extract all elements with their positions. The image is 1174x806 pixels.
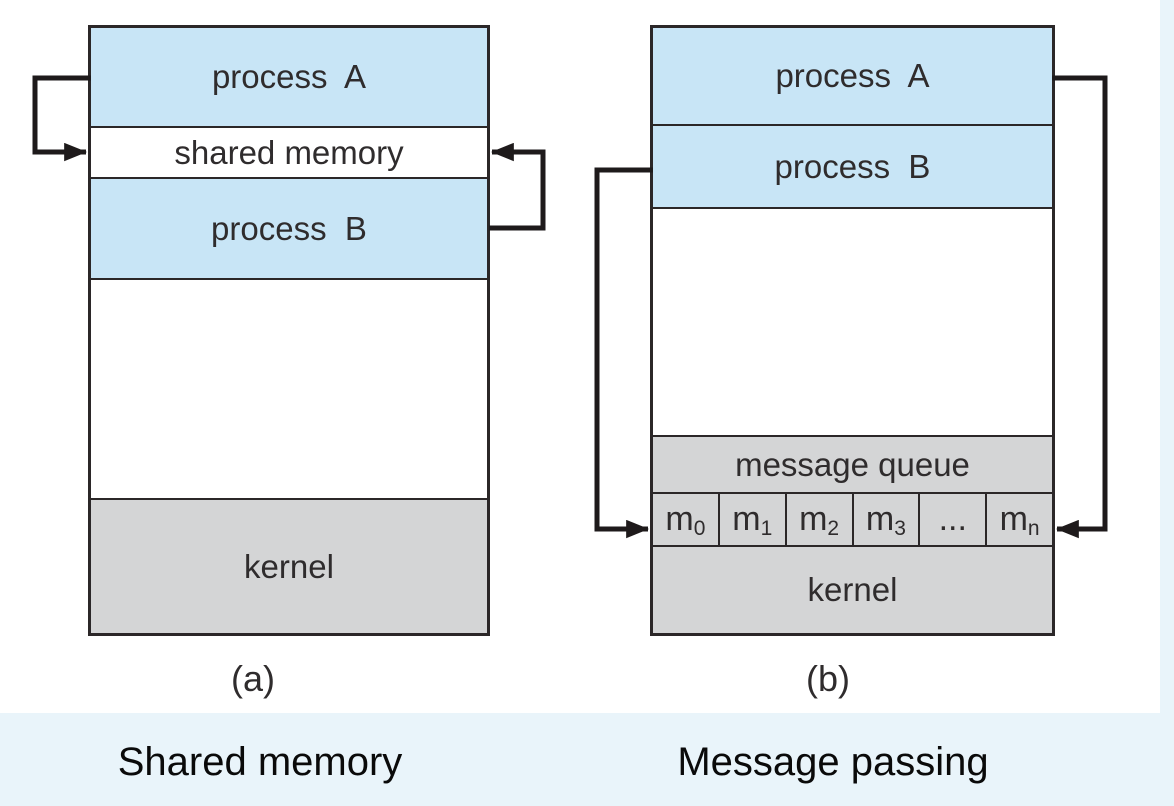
band-empty-space: [653, 209, 1052, 437]
band-process-a: process A: [653, 28, 1052, 126]
queue-cell-base: m: [665, 500, 694, 538]
process-b-label: process B: [211, 209, 367, 247]
band-message-queue: message queue: [653, 437, 1052, 494]
queue-cell-base: m: [999, 500, 1028, 538]
queue-cell-base: ...: [938, 500, 967, 538]
queue-cell-subscript: 3: [894, 516, 906, 540]
band-kernel: kernel: [91, 500, 487, 633]
caption-b: (b): [806, 658, 850, 699]
process-a-label: process A: [211, 58, 367, 95]
queue-cell-subscript: 0: [693, 516, 706, 540]
queue-cell-base: m: [799, 500, 828, 538]
band-process-b: process B: [91, 179, 487, 280]
caption-a: (a): [231, 658, 275, 699]
queue-cell-subscript: 1: [760, 516, 773, 540]
band-shared-memory: shared memory: [91, 128, 487, 179]
queue-cell-subscript: 2: [827, 516, 840, 540]
process-a-label: process A: [775, 57, 930, 94]
band-process-a: process A: [91, 28, 487, 128]
kernel-label: kernel: [807, 571, 898, 608]
band-process-b: process B: [653, 126, 1052, 209]
queue-cell-subscript: n: [1027, 516, 1040, 540]
queue-cell-base: m: [732, 500, 761, 538]
queue-cell-base: m: [865, 500, 895, 538]
shared-memory-title: Shared memory: [117, 740, 403, 784]
diagram-shared-memory: process A shared memory process B kernel: [88, 25, 490, 636]
message-queue-label: message queue: [735, 445, 970, 483]
process-b-label: process B: [774, 147, 931, 185]
queue-cell-ellipsis: ...: [920, 494, 988, 545]
shared-memory-label: shared memory: [174, 133, 404, 171]
message-passing-title: Message passing: [677, 740, 989, 784]
band-kernel: kernel: [653, 547, 1052, 633]
band-empty-space: [91, 280, 487, 500]
kernel-label: kernel: [244, 547, 334, 585]
